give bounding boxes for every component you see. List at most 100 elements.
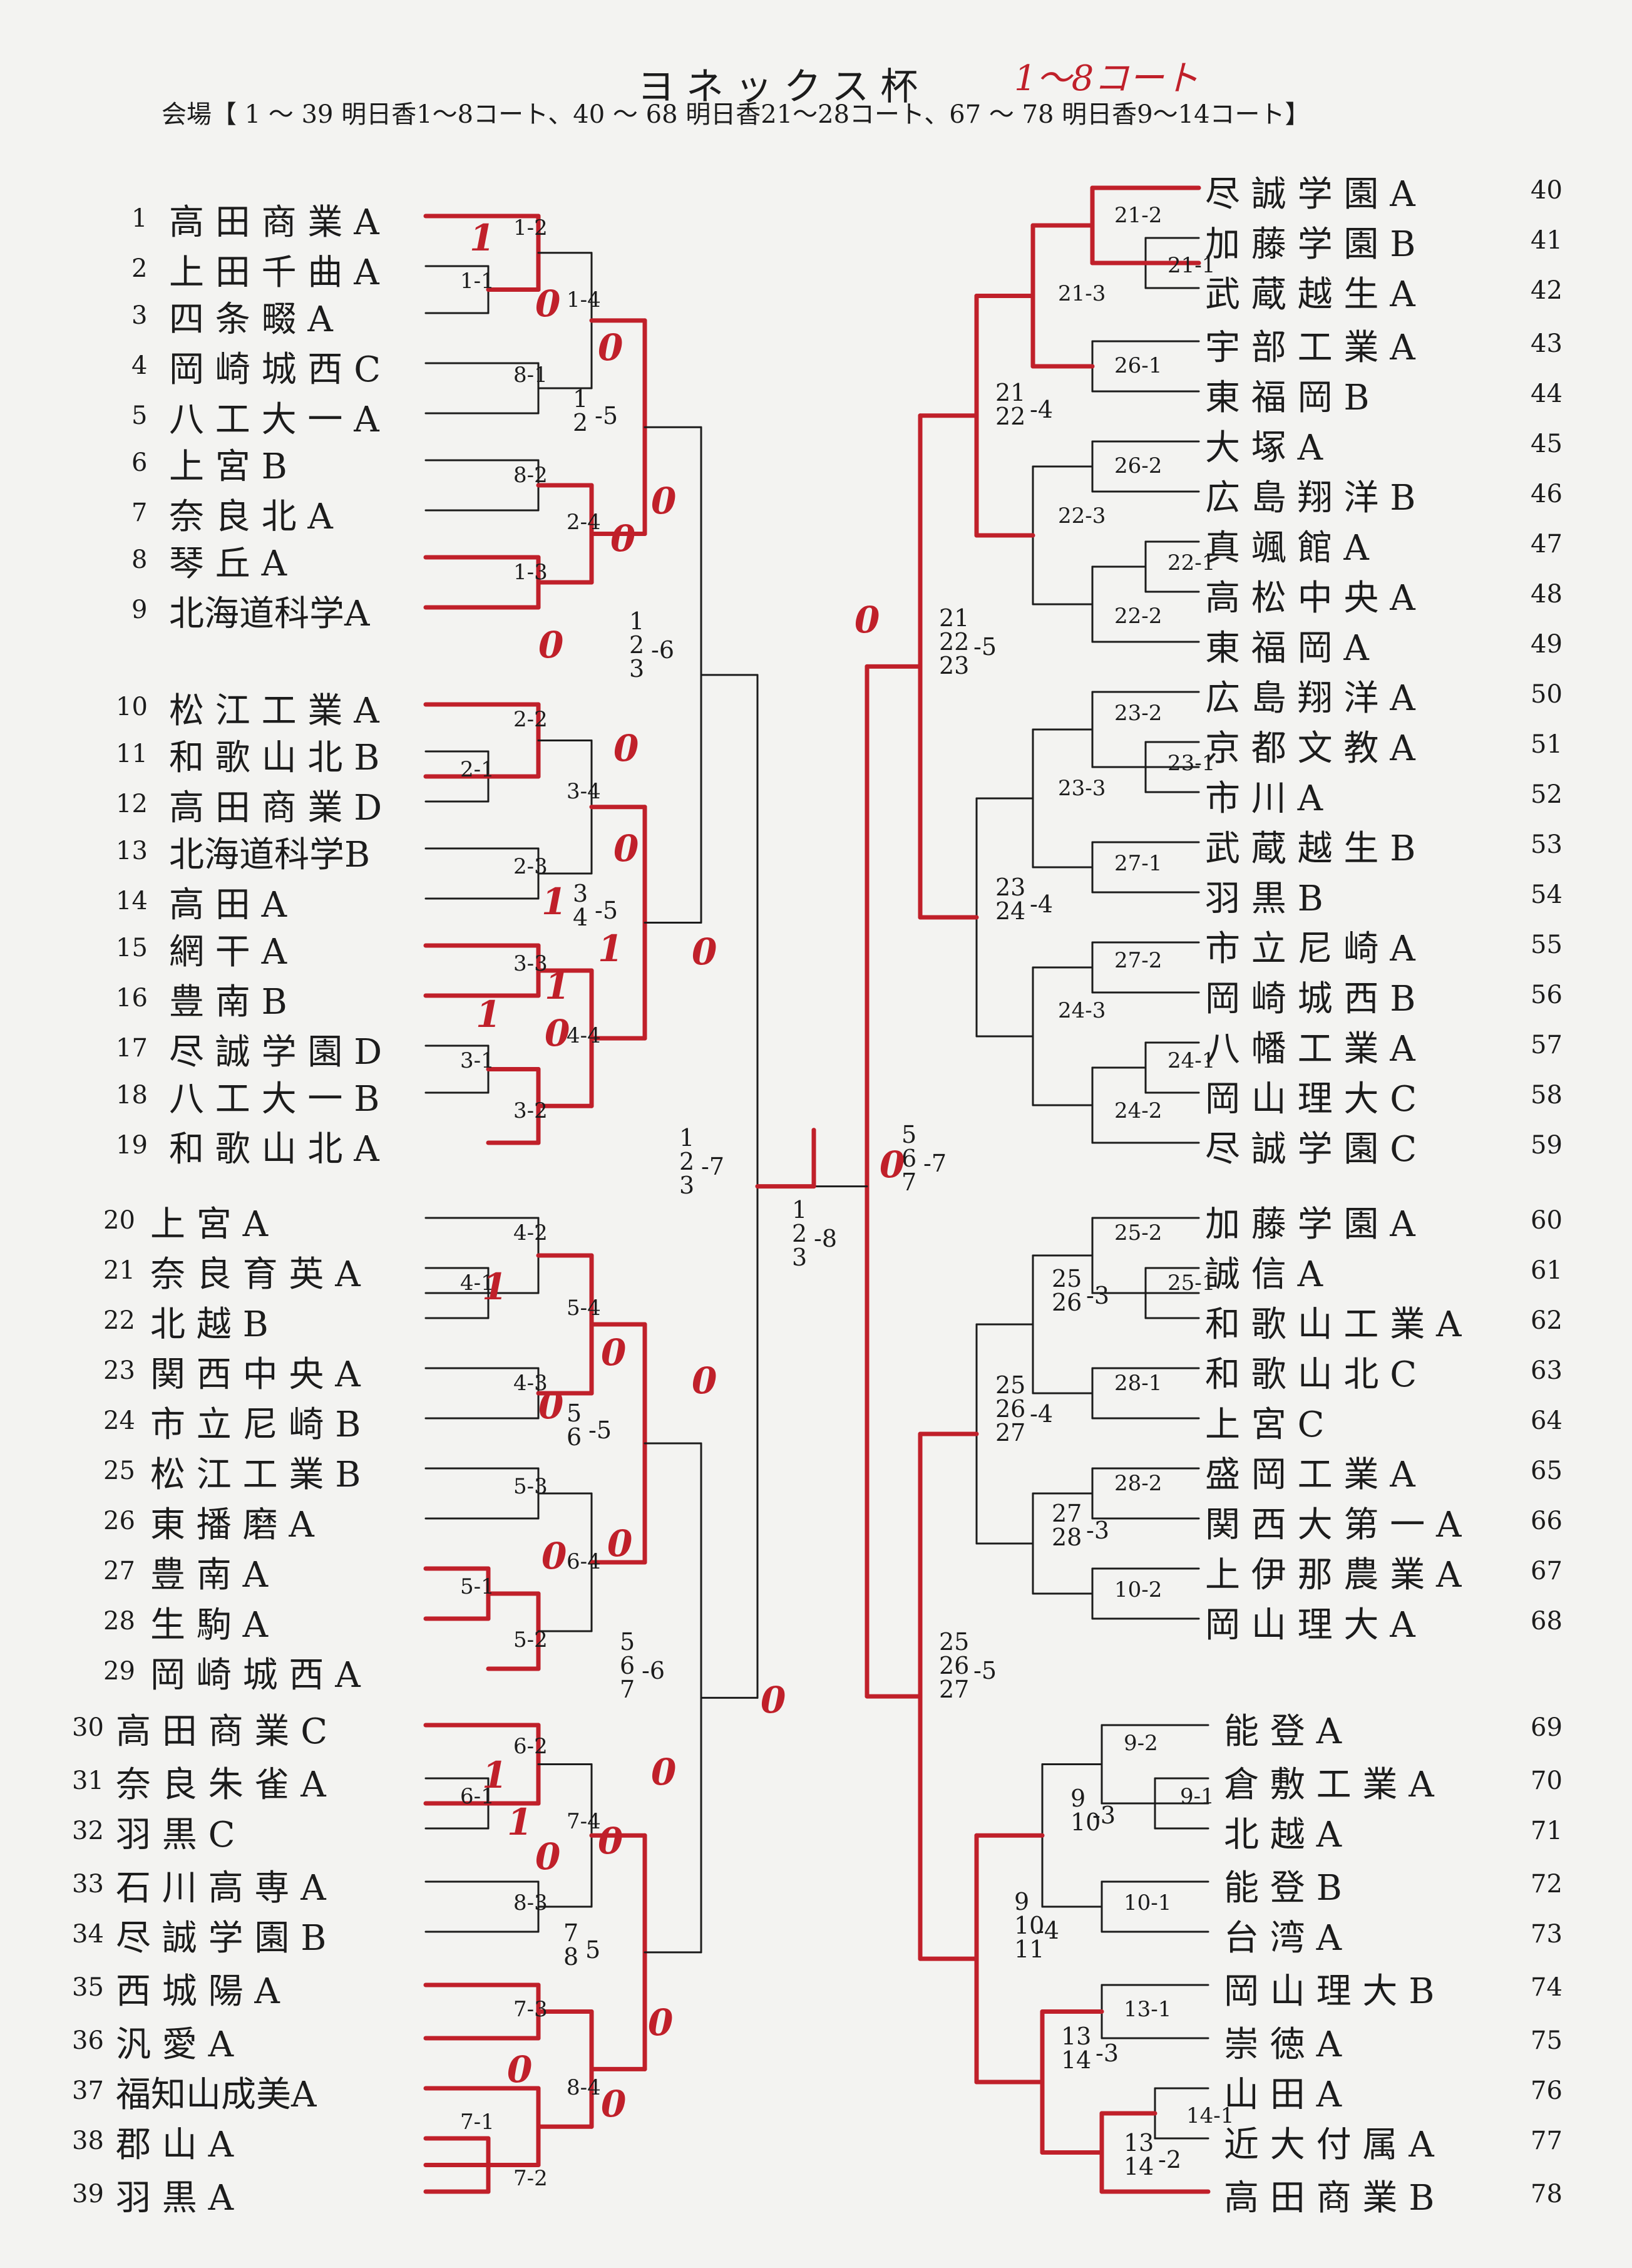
match-label: 5-4 xyxy=(567,1296,601,1321)
team-number: 19 xyxy=(116,1131,148,1160)
handwritten-mark: 0 xyxy=(541,1535,567,1577)
team-name: 北海道科学B xyxy=(169,835,371,875)
handwritten-mark: 0 xyxy=(692,930,717,973)
round-label-line: 1 xyxy=(679,1124,694,1152)
round-label: 123-6 xyxy=(629,607,674,683)
match-label: 24-3 xyxy=(1058,998,1106,1023)
round-label-suffix: -4 xyxy=(1036,1917,1059,1944)
team-number: 13 xyxy=(116,837,148,865)
page-title: ヨネックス杯 xyxy=(637,65,930,109)
team-name: 上 宮 A xyxy=(150,1204,269,1245)
handwritten-mark: 1 xyxy=(545,965,570,1008)
round-label-line: 3 xyxy=(629,655,644,683)
team-name: 誠 信 A xyxy=(1205,1254,1323,1295)
team-number: 58 xyxy=(1531,1081,1563,1110)
team-name: 岡 山 理 大 B xyxy=(1224,1971,1435,2012)
match-label: 3-1 xyxy=(460,1048,495,1073)
match-label: 23-3 xyxy=(1058,776,1106,801)
team-number: 43 xyxy=(1531,329,1563,358)
match-label: 5-1 xyxy=(460,1574,495,1599)
handwritten-mark: 0 xyxy=(651,480,676,522)
match-label: 7-2 xyxy=(513,2166,548,2191)
team-number: 65 xyxy=(1531,1456,1563,1485)
venue-line: 会場【 1 〜 39 明日香1〜8コート、40 〜 68 明日香21〜28コート… xyxy=(162,100,1310,129)
team-number: 22 xyxy=(103,1306,135,1335)
team-number: 39 xyxy=(72,2180,104,2209)
round-label-line: 25 xyxy=(995,1371,1025,1399)
team-name: 八 幡 工 業 A xyxy=(1205,1029,1415,1070)
team-name: 奈 良 育 英 A xyxy=(150,1254,361,1295)
team-name: 台 湾 A xyxy=(1224,1918,1342,1959)
round-label-line: 1 xyxy=(573,385,588,413)
team-number: 36 xyxy=(72,2026,104,2055)
match-label: 2-2 xyxy=(513,707,548,732)
team-number: 32 xyxy=(72,1817,104,1845)
team-name: 武 蔵 越 生 A xyxy=(1205,274,1415,315)
team-name: 上 伊 那 農 業 A xyxy=(1205,1555,1462,1595)
round-label-line: 23 xyxy=(995,874,1025,901)
match-label: 23-2 xyxy=(1114,701,1162,726)
handwritten-mark: 0 xyxy=(651,1751,676,1793)
round-label-line: 22 xyxy=(939,628,969,656)
match-label: 2-1 xyxy=(460,757,495,782)
team-number: 49 xyxy=(1531,630,1563,659)
team-number: 11 xyxy=(116,740,148,768)
match-label: 8-4 xyxy=(567,2075,601,2100)
round-label: 123-7 xyxy=(679,1124,724,1199)
team-name: 高 松 中 央 A xyxy=(1205,578,1415,619)
handwritten-mark: 0 xyxy=(854,599,880,641)
round-label-line: 27 xyxy=(995,1419,1025,1446)
team-number: 29 xyxy=(103,1657,135,1686)
team-name: 能 登 B xyxy=(1224,1868,1342,1909)
match-label: 5-2 xyxy=(513,1627,548,1652)
handwritten-mark: 0 xyxy=(601,2083,626,2125)
team-name: 岡 崎 城 西 C xyxy=(169,349,381,390)
round-label-suffix: -6 xyxy=(651,636,674,664)
match-label: 25-1 xyxy=(1168,1271,1215,1296)
match-label: 27-1 xyxy=(1114,851,1162,876)
round-label-suffix: -3 xyxy=(1086,1517,1109,1544)
handwritten-mark: 0 xyxy=(761,1679,786,1721)
round-label-line: 27 xyxy=(1052,1500,1082,1527)
round-label-line: 6 xyxy=(620,1652,635,1679)
team-number: 60 xyxy=(1531,1206,1563,1235)
round-label-line: 9 xyxy=(1070,1785,1085,1812)
team-name: 山 田 A xyxy=(1224,2075,1342,2115)
round-label: 123-8 xyxy=(792,1196,837,1271)
match-label: 1-3 xyxy=(513,560,548,585)
team-number: 73 xyxy=(1531,1920,1563,1949)
team-number: 6 xyxy=(131,448,148,477)
round-label-suffix: -3 xyxy=(1092,1802,1116,1829)
team-number: 71 xyxy=(1531,1817,1563,1845)
handwritten-mark: 1 xyxy=(541,880,567,923)
team-name: 広 島 翔 洋 A xyxy=(1205,678,1415,719)
team-name: 羽 黒 C xyxy=(116,1815,235,1855)
team-number: 56 xyxy=(1531,981,1563,1009)
team-number: 74 xyxy=(1531,1973,1563,2002)
team-number: 23 xyxy=(103,1356,135,1385)
match-label: 7-1 xyxy=(460,2110,495,2135)
round-label: 56-5 xyxy=(567,1399,612,1451)
team-number: 30 xyxy=(72,1713,104,1742)
match-label: 25-2 xyxy=(1114,1220,1162,1245)
handwritten-mark: 0 xyxy=(613,727,639,770)
team-name: 真 颯 館 A xyxy=(1205,528,1369,569)
